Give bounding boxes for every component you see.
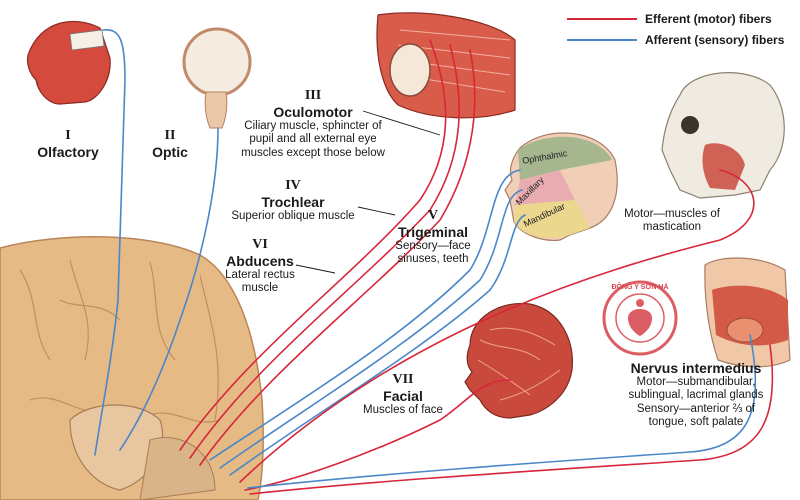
orbit-eye (389, 43, 431, 97)
fiber-intermedius-motor (249, 344, 774, 495)
legend-swatch-red (567, 18, 637, 20)
label-trochlear: IV Trochlear Superior oblique muscle (218, 178, 368, 223)
numeral: IV (285, 178, 301, 193)
facial-head (464, 302, 573, 419)
nerve-name: Trigeminal (397, 224, 469, 241)
cerebellum (139, 436, 216, 500)
label-trigeminal: V Trigeminal Sensory—face sinuses, teeth (383, 208, 483, 267)
legend-swatch-blue (567, 39, 637, 41)
numeral: VII (392, 372, 414, 387)
nerve-desc-line: mastication (642, 221, 702, 234)
fiber-trigeminal-3 (229, 214, 526, 476)
label-nervus-intermedius: Nervus intermedius Motor—submandibular, … (596, 360, 796, 429)
label-abducens: VI Abducens Lateral rectus muscle (205, 237, 315, 296)
label-mastication: Motor—muscles of mastication (612, 208, 732, 234)
legend-label: Afferent (sensory) fibers (645, 33, 785, 47)
leader-oculomotor (362, 110, 441, 136)
maxillary-region (515, 170, 575, 205)
fiber-mastication (239, 169, 755, 483)
orbit-striations (397, 29, 511, 93)
numeral: III (304, 88, 322, 103)
skull-orbit (681, 116, 699, 134)
fiber-trigeminal-2 (219, 189, 523, 469)
nerve-desc-line: Superior oblique muscle (231, 210, 355, 223)
nerve-name: Facial (383, 388, 423, 405)
skull (661, 72, 785, 199)
nerve-name: Olfactory (37, 144, 99, 161)
numeral: I (65, 128, 71, 143)
ophthalmic-region (518, 136, 612, 180)
numeral: II (164, 128, 176, 143)
label-olfactory: I Olfactory (28, 128, 108, 160)
fiber-facial (244, 379, 511, 491)
nerve-desc-line: muscle (241, 282, 279, 295)
nerve-desc-line: pupil and all external eye (249, 133, 377, 146)
eyeball (182, 27, 252, 97)
watermark-text: ĐÔNG Y SƠN HÀ (611, 284, 669, 291)
legend-efferent: Efferent (motor) fibers (567, 12, 772, 26)
nerve-desc-line: Muscles of face (363, 404, 443, 417)
nerve-name: Optic (152, 144, 188, 161)
numeral: VI (252, 237, 268, 252)
leader-abducens (295, 264, 336, 274)
nerve-desc-line: Motor—muscles of (624, 208, 720, 220)
fiber-olfactory (94, 29, 126, 456)
watermark-logo (602, 280, 678, 356)
label-oculomotor: III Oculomotor Ciliary muscle, sphincter… (218, 88, 408, 160)
optic-stalk (204, 91, 228, 129)
brain-folds (19, 259, 221, 423)
nerve-name: Nervus intermedius (630, 360, 762, 376)
nerve-desc-line: Motor—submandibular, (636, 376, 756, 389)
nerve-desc-line: Sensory—anterior ⅔ of (636, 402, 756, 415)
nerve-desc-line: Ciliary muscle, sphincter of (244, 120, 382, 133)
legend-afferent: Afferent (sensory) fibers (567, 33, 784, 47)
nerve-name: Abducens (226, 253, 294, 270)
nerve-desc-line: Lateral rectus (225, 269, 295, 282)
olfactory-bulb (69, 29, 105, 51)
nerve-desc-line: Sensory—face (395, 240, 471, 253)
fiber-intermedius-sensory (247, 334, 757, 489)
nerve-name: Trochlear (261, 194, 325, 211)
masseter (702, 143, 745, 190)
fiber-oculomotor (179, 39, 447, 451)
nerve-desc-line: tongue, soft palate (648, 415, 744, 428)
fiber-abducens (199, 49, 476, 466)
nerve-desc-line: sinuses, teeth (397, 253, 469, 266)
label-optic: II Optic (140, 128, 200, 160)
nerve-name: Oculomotor (273, 104, 353, 121)
numeral: V (427, 208, 439, 223)
fiber-trochlear (189, 44, 460, 459)
tongue (726, 317, 764, 343)
mandibular-region (514, 200, 590, 238)
legend-label: Efferent (motor) fibers (645, 12, 772, 26)
nerve-desc-line: muscles except those below (241, 146, 385, 159)
label-facial: VII Facial Muscles of face (348, 372, 458, 417)
nerve-desc-line: sublingual, lacrimal glands (628, 389, 764, 402)
leader-trochlear (357, 206, 396, 216)
fiber-trigeminal-1 (209, 169, 521, 461)
facial-muscle-lines (477, 327, 561, 401)
fiber-optic (119, 127, 219, 451)
